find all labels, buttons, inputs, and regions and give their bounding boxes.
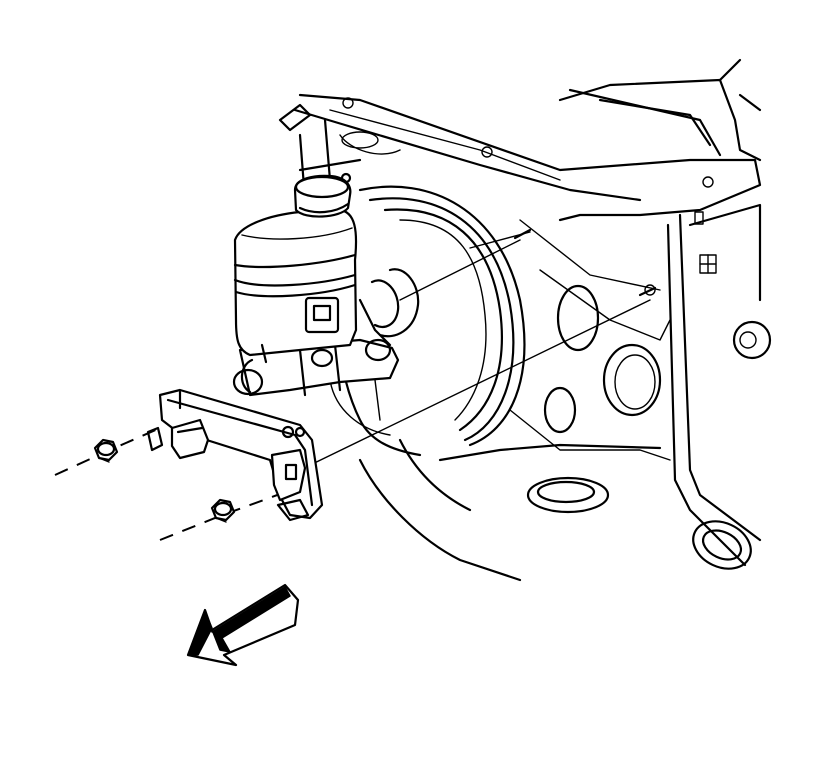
mounting-nut-upper <box>93 438 119 463</box>
bracket <box>146 388 324 522</box>
front-of-vehicle-arrow <box>186 583 300 667</box>
mounting-stud-lower <box>159 284 657 541</box>
brake-booster <box>329 185 526 457</box>
master-cylinder <box>232 172 400 397</box>
mounting-nut-lower <box>210 498 236 523</box>
